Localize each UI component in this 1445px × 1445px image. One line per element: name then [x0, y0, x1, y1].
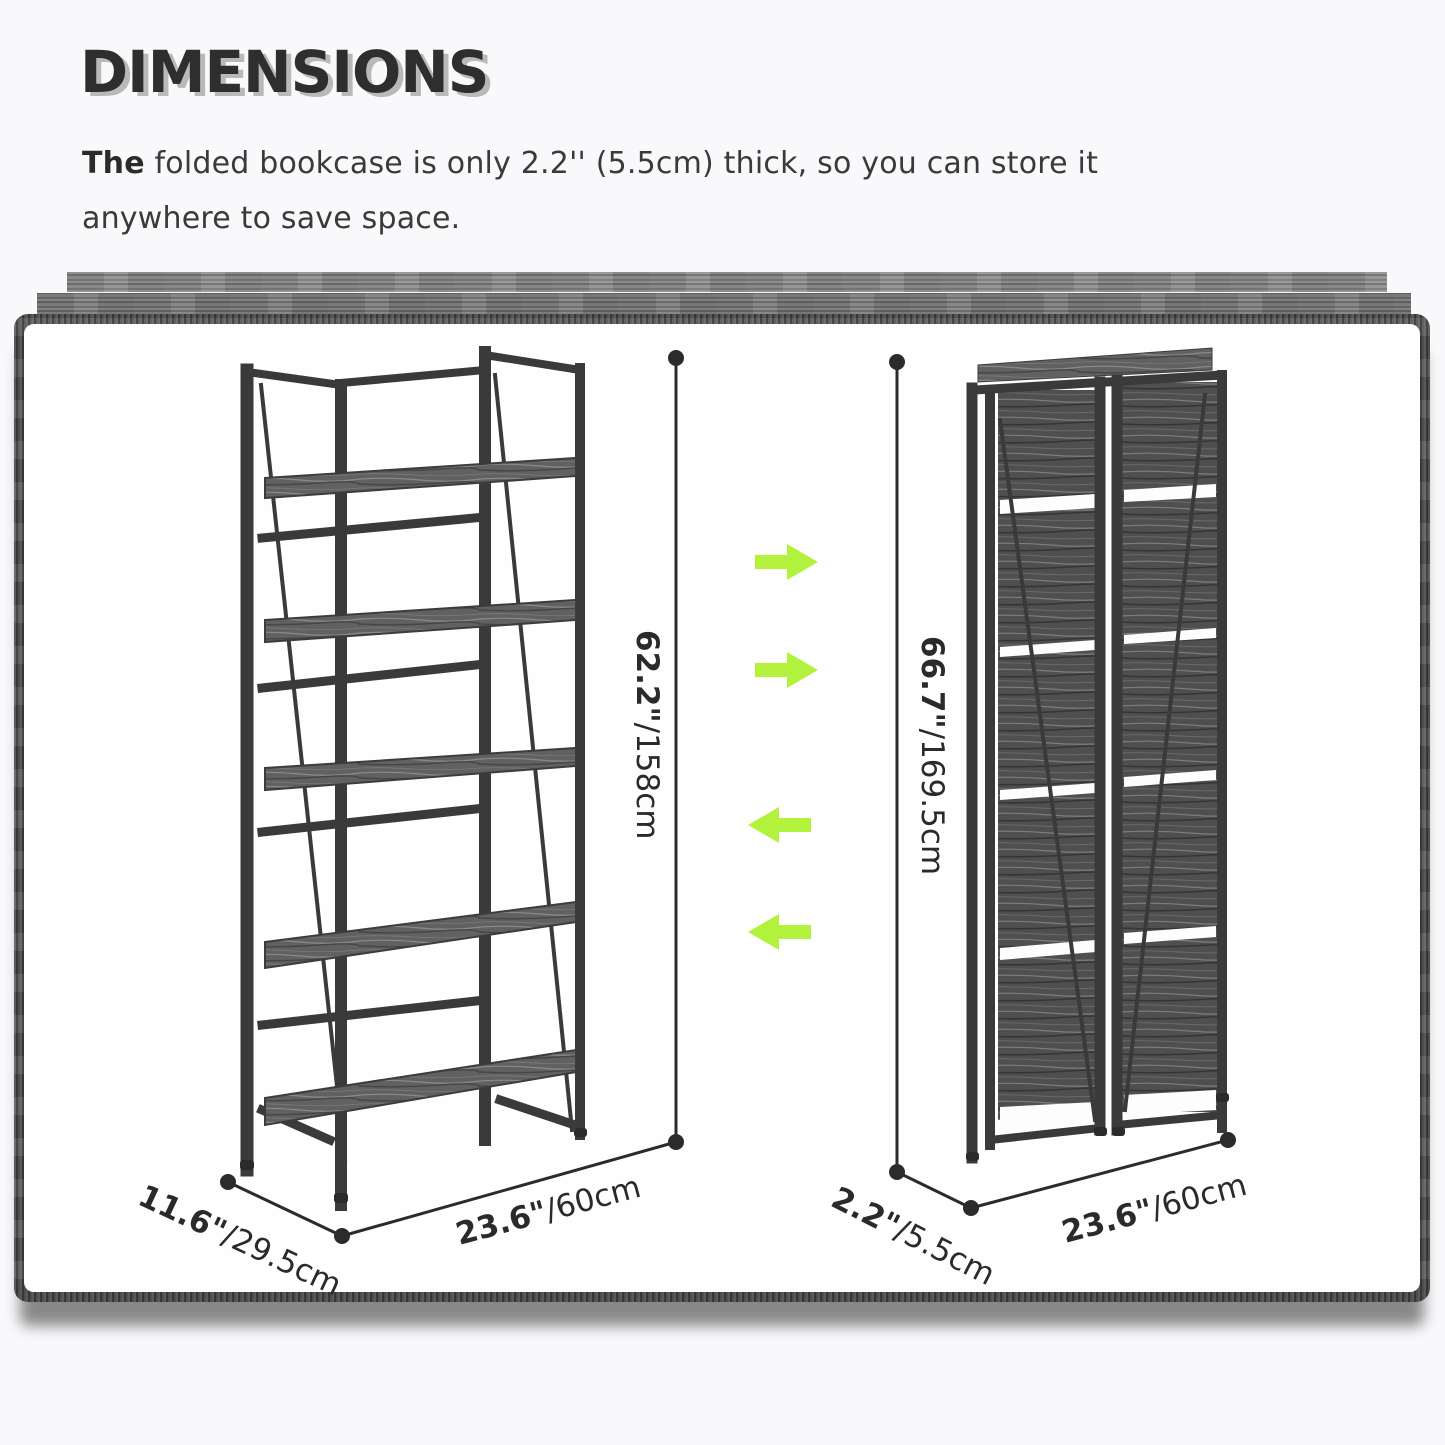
description-bold: The: [82, 146, 145, 181]
arrow-right-icon: [755, 652, 818, 688]
arrow-left-icon: [748, 807, 811, 843]
unfolded-dimension-lines: [220, 350, 684, 1244]
unfolded-shelves: [264, 456, 577, 1127]
unfolded-height-label: 62.2"/158cm: [629, 630, 665, 840]
fold-arrows: [748, 544, 818, 950]
folded-height-label: 66.7"/169.5cm: [914, 636, 950, 876]
decorative-wood-board-top: [67, 272, 1387, 292]
arrow-right-icon: [755, 544, 818, 580]
description-text: folded bookcase is only 2.2'' (5.5cm) th…: [82, 146, 1099, 236]
folded-dimension-lines: [889, 354, 1236, 1216]
description: The folded bookcase is only 2.2'' (5.5cm…: [82, 136, 1232, 246]
page-title: DIMENSIONS: [80, 38, 490, 106]
arrow-left-icon: [748, 914, 811, 950]
folded-bookcase: [966, 347, 1229, 1164]
